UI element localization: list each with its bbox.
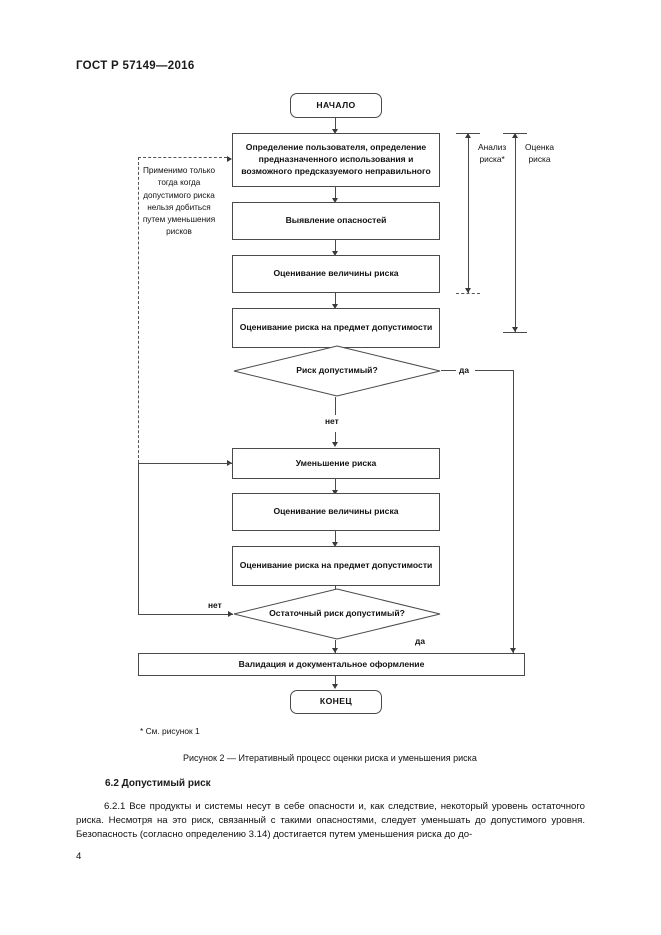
connector-start-to-define [335, 118, 336, 131]
flowchart-node-estimate-risk-1[interactable]: Оценивание величины риска [232, 255, 440, 293]
arrow-identify-to-estimate1 [332, 251, 338, 256]
flowchart-node-identify-hazards[interactable]: Выявление опасностей [232, 202, 440, 240]
connector-identify-to-estimate1 [335, 240, 336, 253]
flowchart-node-evaluate-risk-1[interactable]: Оценивание риска на предмет допустимости [232, 308, 440, 348]
bracket-label-risk-analysis-line1: Анализ [478, 142, 507, 152]
flowchart-decision-risk-acceptable[interactable]: Риск допустимый? [233, 345, 441, 397]
bracket-label-risk-analysis: Анализ риска* [478, 141, 506, 165]
branch-yes-1-horizontal-a [441, 370, 456, 371]
flowchart-decision-residual-risk-acceptable-label: Остаточный риск допустимый? [269, 608, 405, 619]
flowchart-node-estimate-risk-2[interactable]: Оценивание величины риска [232, 493, 440, 531]
flowchart-node-reduce-risk[interactable]: Уменьшение риска [232, 448, 440, 479]
note-connector-horizontal [138, 157, 227, 158]
flowchart-node-start-label: НАЧАЛО [316, 99, 356, 110]
flowchart-node-end[interactable]: КОНЕЦ [290, 690, 382, 714]
note-connector-vertical [138, 157, 139, 463]
connector-estimate1-to-evaluate1 [335, 293, 336, 306]
arrow-yes-2-into-validation [332, 648, 338, 653]
flowchart-node-define-user[interactable]: Определение пользователя, определение пр… [232, 133, 440, 187]
branch-no-2-loop-horizontal-top [138, 463, 232, 464]
flowchart-node-end-label: КОНЕЦ [319, 696, 353, 707]
page-number: 4 [76, 851, 82, 862]
bracket-label-risk-assessment-line2: риска [528, 154, 551, 165]
flowchart-node-estimate-risk-1-label: Оценивание величины риска [273, 268, 399, 279]
bracket-risk-assessment-bottom-tick [503, 332, 527, 333]
connector-validation-to-end [335, 676, 336, 686]
bracket-risk-assessment-arrow-bottom [512, 327, 518, 332]
flowchart-node-reduce-risk-label: Уменьшение риска [295, 457, 377, 468]
edge-label-no-1: нет [325, 416, 339, 426]
figure-side-note: Применимо только тогда когда допустимого… [142, 166, 216, 237]
flowchart-decision-residual-risk-acceptable[interactable]: Остаточный риск допустимый? [233, 588, 441, 640]
branch-yes-1-vertical [513, 370, 514, 653]
section-heading-6-2: 6.2 Допустимый риск [105, 778, 211, 789]
bracket-risk-analysis-arrow-top [465, 133, 471, 138]
branch-no-1-vertical-b [335, 432, 336, 445]
edge-label-no-2: нет [208, 600, 222, 610]
branch-yes-2-vertical [335, 640, 336, 653]
connector-estimate2-to-evaluate2 [335, 531, 336, 544]
bracket-risk-analysis-bottom-tick [456, 293, 480, 294]
branch-no-2-horizontal [138, 614, 233, 615]
edge-label-yes-1: да [459, 365, 469, 375]
arrow-no-1-into-reduce [332, 442, 338, 447]
connector-define-to-identify [335, 187, 336, 200]
arrow-estimate2-to-evaluate2 [332, 542, 338, 547]
arrow-yes-1-into-validation [510, 648, 516, 653]
bracket-label-risk-assessment: Оценка риска [525, 141, 554, 165]
bracket-risk-analysis-arrow-bottom [465, 288, 471, 293]
branch-no-2-loop-vertical [138, 463, 139, 614]
branch-no-1-vertical-a [335, 397, 336, 415]
bracket-label-risk-assessment-line1: Оценка [525, 142, 555, 152]
diamond-shape-1 [233, 345, 441, 397]
arrow-validation-to-end [332, 684, 338, 689]
flowchart-node-estimate-risk-2-label: Оценивание величины риска [273, 506, 399, 517]
bracket-label-risk-analysis-line2: риска* [479, 154, 505, 165]
edge-label-yes-2: да [415, 636, 425, 646]
arrow-define-to-identify [332, 198, 338, 203]
figure-caption: Рисунок 2 — Итеративный процесс оценки р… [183, 753, 477, 763]
flowchart-node-evaluate-risk-2[interactable]: Оценивание риска на предмет допустимости [232, 546, 440, 586]
arrow-reduce-to-estimate2 [332, 490, 338, 495]
bracket-risk-analysis-line [468, 133, 469, 293]
flowchart-node-validation-label: Валидация и документальное оформление [238, 658, 425, 669]
bracket-risk-assessment-arrow-top [512, 133, 518, 138]
flowchart-decision-risk-acceptable-label: Риск допустимый? [296, 365, 378, 376]
flowchart-node-identify-hazards-label: Выявление опасностей [285, 215, 387, 226]
diamond-shape-2 [233, 588, 441, 640]
connector-reduce-to-estimate2 [335, 479, 336, 492]
figure-footnote: * См. рисунок 1 [140, 726, 200, 736]
arrow-estimate1-to-evaluate1 [332, 304, 338, 309]
flowchart-node-evaluate-risk-2-label: Оценивание риска на предмет допустимости [239, 560, 433, 571]
arrow-note-into-define-user [227, 156, 232, 162]
arrow-no-2-into-loop [228, 611, 233, 617]
document-standard-header: ГОСТ Р 57149—2016 [76, 60, 195, 72]
flowchart-node-define-user-label: Определение пользователя, определение пр… [241, 142, 431, 176]
arrow-start-to-define [332, 129, 338, 134]
flowchart-node-validation[interactable]: Валидация и документальное оформление [138, 653, 525, 676]
body-paragraph-6-2-1: 6.2.1 Все продукты и системы несут в себ… [76, 801, 585, 841]
figure-flowchart: НАЧАЛО Определение пользователя, определ… [0, 85, 661, 765]
branch-yes-1-horizontal-b [475, 370, 513, 371]
flowchart-node-start[interactable]: НАЧАЛО [290, 93, 382, 118]
bracket-risk-assessment-line [515, 133, 516, 332]
flowchart-node-evaluate-risk-1-label: Оценивание риска на предмет допустимости [239, 322, 433, 333]
